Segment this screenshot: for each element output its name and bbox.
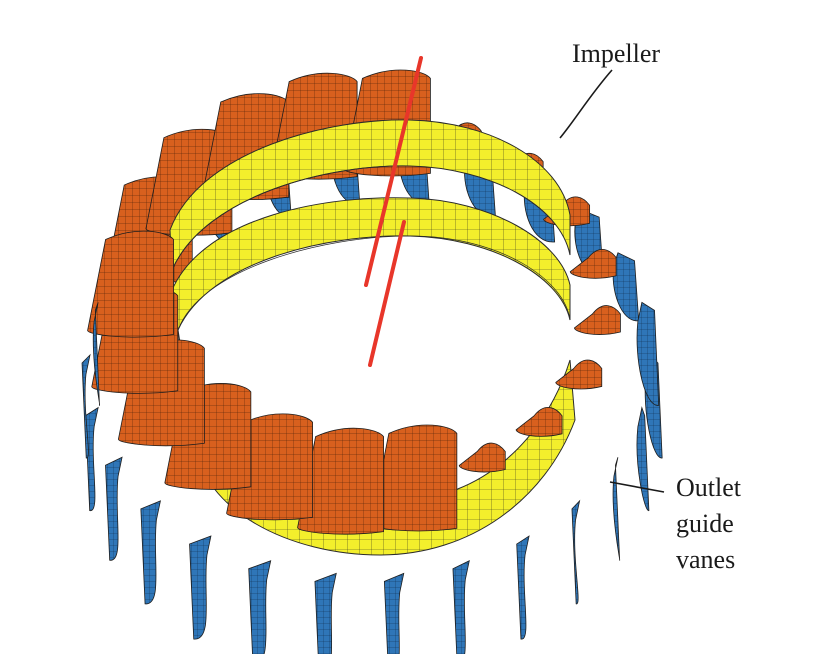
impeller-blade bbox=[87, 230, 174, 338]
axis-line-lower bbox=[368, 220, 406, 367]
impeller-blade bbox=[555, 359, 603, 390]
outlet-label-line3: vanes bbox=[676, 545, 735, 574]
impeller-label: Impeller bbox=[572, 39, 660, 68]
guide-vane bbox=[636, 301, 660, 406]
guide-vane bbox=[85, 406, 99, 512]
guide-vane bbox=[452, 559, 470, 654]
guide-vane bbox=[189, 535, 212, 640]
guide-vane bbox=[81, 353, 91, 459]
guide-vane bbox=[314, 572, 337, 654]
guide-vane bbox=[571, 499, 581, 605]
impeller-leader-line bbox=[559, 69, 613, 139]
guide-vane bbox=[383, 572, 405, 654]
outlet-label-line1: Outlet bbox=[676, 473, 742, 502]
impeller-blade bbox=[515, 407, 563, 437]
guide-vane bbox=[516, 535, 530, 640]
impeller-blade bbox=[574, 305, 621, 335]
impeller-blade bbox=[569, 249, 617, 279]
impeller-blade bbox=[458, 442, 506, 473]
impeller-blade bbox=[297, 427, 384, 535]
rotation-axis bbox=[364, 56, 423, 367]
guide-vane bbox=[140, 500, 161, 605]
impeller-blades-front bbox=[87, 230, 621, 535]
axis-line-upper bbox=[364, 56, 423, 287]
guide-vane bbox=[636, 406, 650, 512]
outlet-label-line2: guide bbox=[676, 509, 734, 538]
guide-vane bbox=[105, 456, 123, 561]
guide-vanes-front bbox=[81, 301, 663, 654]
guide-vane bbox=[612, 457, 621, 561]
guide-vane bbox=[248, 560, 272, 654]
guide-vane bbox=[92, 302, 100, 406]
annotations: Impeller Outlet guide vanes bbox=[559, 39, 742, 574]
outlet-vanes-leader-line bbox=[609, 481, 665, 493]
